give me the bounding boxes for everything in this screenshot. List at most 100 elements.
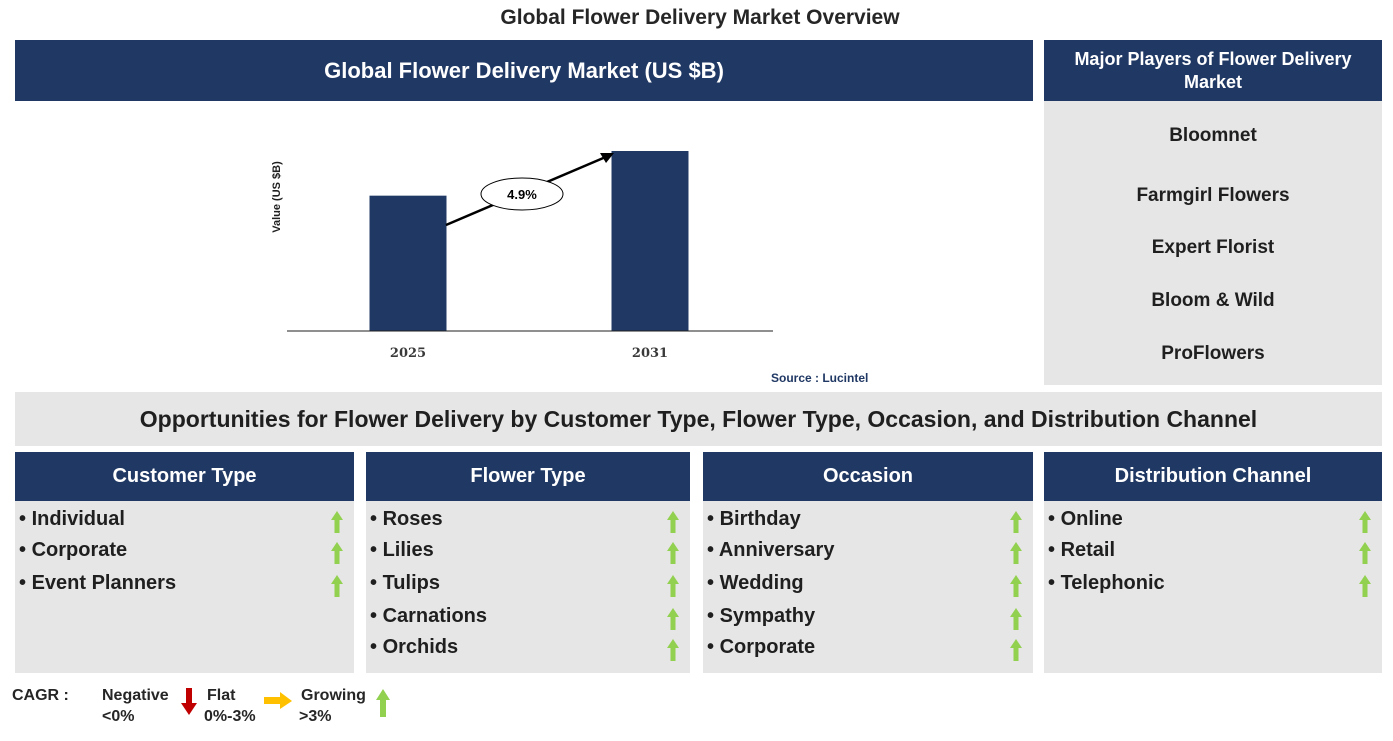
down-arrow-icon [181,688,197,715]
category-header: Distribution Channel [1044,452,1382,501]
up-arrow-icon [1359,542,1371,564]
list-item: • Birthday [707,508,801,531]
up-arrow-icon [1010,608,1022,630]
players-list: Bloomnet Farmgirl Flowers Expert Florist… [1044,101,1382,385]
list-item-label: Individual [31,508,125,530]
list-item-label: Birthday [719,508,801,530]
list-item: • Anniversary [707,539,834,562]
list-item-label: Tulips [382,572,440,594]
up-arrow-icon [331,542,343,564]
category-header: Flower Type [366,452,690,501]
up-arrow-icon [1010,542,1022,564]
page-title: Global Flower Delivery Market Overview [500,6,900,29]
right-arrow-icon [264,692,292,709]
bullet: • [370,636,383,658]
bullet: • [19,508,32,530]
up-arrow-icon [376,689,390,717]
list-item: • Roses [370,508,443,531]
up-arrow-icon [1359,575,1371,597]
up-arrow-icon [1010,639,1022,661]
bullet: • [19,539,32,561]
bullet: • [370,539,383,561]
legend-growing-name: Growing [301,687,366,704]
player-item: ProFlowers [1161,343,1265,364]
player-item: Farmgirl Flowers [1136,185,1290,206]
list-item: • Sympathy [707,605,815,628]
list-item-label: Sympathy [719,605,816,627]
list-item: • Lilies [370,539,434,562]
list-item: • Corporate [19,539,127,562]
up-arrow-icon [667,575,679,597]
bullet: • [370,572,383,594]
list-item: • Event Planners [19,572,176,595]
legend-label: CAGR : [12,687,69,704]
list-item: • Individual [19,508,125,531]
market-bar-chart: Value (US $B) 2025 2031 4.9% [271,151,773,361]
up-arrow-icon [1359,511,1371,533]
bar-2025 [369,195,447,331]
up-arrow-icon [331,511,343,533]
list-item: • Carnations [370,605,487,628]
bullet: • [370,605,383,627]
legend-flat-name: Flat [207,687,236,704]
list-item-label: Anniversary [718,539,835,561]
bar-2031 [611,151,689,331]
category-list: • Individual• Corporate• Event Planners [15,501,354,673]
list-item-label: Corporate [31,539,128,561]
up-arrow-icon [1010,575,1022,597]
player-item: Expert Florist [1151,237,1275,258]
category-header: Customer Type [15,452,354,501]
list-item-label: Roses [382,508,443,530]
legend-flat-range: 0%-3% [204,708,256,725]
market-header: Global Flower Delivery Market (US $B) [15,40,1033,101]
list-item: • Telephonic [1048,572,1165,595]
x-tick-label: 2031 [632,346,668,361]
bullet: • [707,636,720,658]
bullet: • [707,508,720,530]
up-arrow-icon [667,608,679,630]
list-item: • Orchids [370,636,458,659]
up-arrow-icon [667,511,679,533]
players-header: Major Players of Flower Delivery Market [1044,40,1382,101]
list-item-label: Telephonic [1060,572,1165,594]
list-item: • Corporate [707,636,815,659]
list-item-label: Lilies [382,539,434,561]
cagr-ellipse [480,177,564,211]
bullet: • [370,508,383,530]
up-arrow-icon [667,542,679,564]
bullet: • [1048,539,1061,561]
bullet: • [707,572,720,594]
y-axis-label: Value (US $B) [271,161,283,233]
up-arrow-icon [331,575,343,597]
list-item-label: Carnations [382,605,488,627]
player-item: Bloom & Wild [1151,290,1275,311]
list-item-label: Retail [1060,539,1116,561]
category-list: • Roses• Lilies• Tulips• Carnations• Orc… [366,501,690,673]
list-item: • Online [1048,508,1123,531]
bullet: • [1048,508,1061,530]
player-item: Bloomnet [1169,125,1257,146]
list-item-label: Event Planners [31,572,177,594]
list-item-label: Corporate [719,636,816,658]
up-arrow-icon [667,639,679,661]
list-item: • Tulips [370,572,440,595]
category-header: Occasion [703,452,1033,501]
legend-negative-name: Negative [102,687,169,704]
category-list: • Online• Retail• Telephonic [1044,501,1382,673]
list-item-label: Orchids [382,636,459,658]
opportunities-banner: Opportunities for Flower Delivery by Cus… [15,392,1382,446]
x-tick-label: 2025 [390,346,426,361]
bullet: • [19,572,32,594]
cagr-annotation: 4.9% [507,187,537,202]
growth-arrow-head [600,153,614,163]
bullet: • [707,539,719,561]
source-note: Source : Lucintel [771,371,869,385]
bullet: • [707,605,720,627]
up-arrow-icon [1010,511,1022,533]
category-list: • Birthday• Anniversary• Wedding• Sympat… [703,501,1033,673]
bullet: • [1048,572,1061,594]
list-item: • Wedding [707,572,804,595]
legend-growing-range: >3% [299,708,332,725]
list-item-label: Wedding [719,572,804,594]
legend-negative-range: <0% [102,708,135,725]
